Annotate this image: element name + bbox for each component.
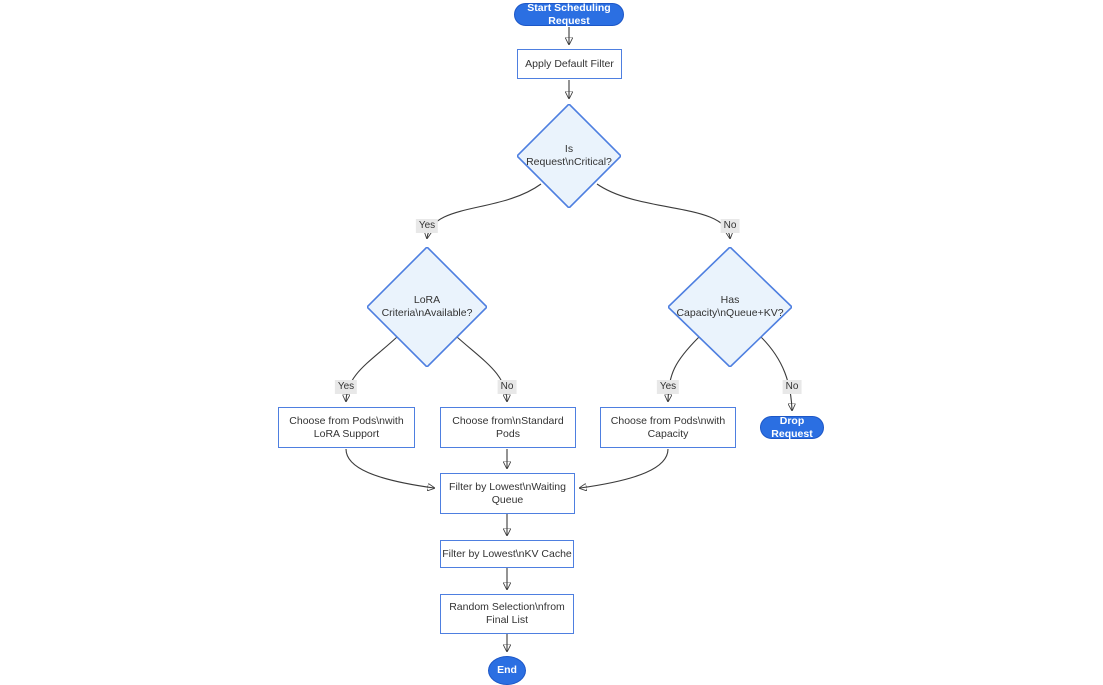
edge-label-capacity-no: No [782, 380, 802, 394]
filter-waiting-queue-line1: Filter by Lowest\nWaiting [449, 480, 566, 493]
diamond-shape [517, 104, 621, 208]
filter-waiting-queue-line2: Queue [491, 493, 524, 506]
start-node-label: Start Scheduling Request [527, 1, 611, 27]
drop-request-label: Drop Request [771, 414, 813, 440]
edge-choosecapacity-to-filterwaiting [580, 448, 669, 488]
filter-kv-cache-node: Filter by Lowest\nKV Cache [440, 540, 574, 568]
apply-default-filter-node: Apply Default Filter [517, 49, 622, 79]
random-selection-node: Random Selection\nfrom Final List [440, 594, 574, 634]
lora-criteria-decision: LoRA Criteria\nAvailable? [367, 247, 487, 367]
random-selection-line1: Random Selection\nfrom [449, 601, 565, 613]
edge-label-lora-no: No [497, 380, 517, 394]
edge-label-critical-no: No [720, 219, 740, 233]
choose-capacity-pods-node: Choose from Pods\nwith Capacity [600, 407, 736, 448]
diamond-shape [668, 247, 792, 367]
apply-default-filter-label: Apply Default Filter [525, 57, 614, 70]
edge-chooselora-to-filterwaiting [345, 448, 434, 488]
random-selection-line2: Final List [485, 614, 528, 626]
diamond-shape [367, 247, 487, 367]
is-request-critical-decision: Is Request\nCritical? [517, 104, 621, 208]
choose-capacity-pods-line1: Choose from Pods\nwith [610, 414, 726, 427]
has-capacity-decision: Has Capacity\nQueue+KV? [668, 247, 792, 367]
drop-request-node: Drop Request [760, 414, 824, 440]
choose-standard-pods-line2: Pods [496, 427, 520, 440]
edge-label-capacity-yes: Yes [656, 380, 680, 394]
choose-standard-pods-line1: Choose from\nStandard [452, 414, 564, 427]
choose-lora-pods-line2: LoRA Support [313, 427, 380, 440]
lora-criteria-label: LoRA Criteria\nAvailable? [381, 294, 473, 319]
edge-capacity-no [760, 336, 792, 410]
filter-waiting-queue-node: Filter by Lowest\nWaiting Queue [440, 473, 575, 514]
start-node: Start Scheduling Request [514, 1, 624, 27]
edge-label-critical-yes: Yes [415, 219, 439, 233]
edge-label-lora-yes: Yes [334, 380, 358, 394]
choose-standard-pods-node: Choose from\nStandard Pods [440, 407, 576, 448]
choose-capacity-pods-line2: Capacity [647, 427, 689, 440]
choose-lora-pods-node: Choose from Pods\nwith LoRA Support [278, 407, 415, 448]
choose-lora-pods-line1: Choose from Pods\nwith [289, 414, 404, 427]
is-request-critical-label: Is Request\nCritical? [526, 143, 612, 168]
end-node: End [488, 656, 526, 685]
filter-kv-cache-label: Filter by Lowest\nKV Cache [442, 547, 572, 560]
end-node-label: End [497, 664, 517, 676]
has-capacity-label: Has Capacity\nQueue+KV? [676, 294, 784, 319]
